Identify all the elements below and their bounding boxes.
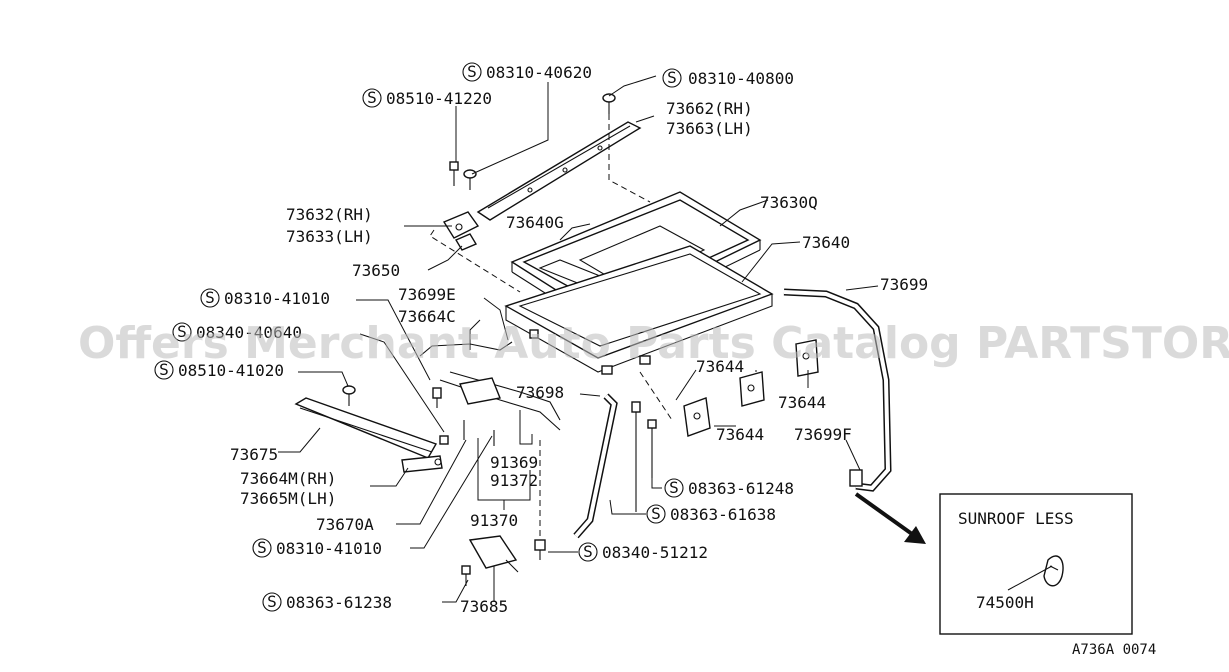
label-73664m: 73664M(RH) [240,469,336,488]
screw-08510-41020 [342,385,356,406]
label-73699f: 73699F [794,425,852,444]
screw-mark: S [267,592,277,611]
label-73644-c: 73644 [716,425,764,444]
label-08363-61248: 08363-61248 [688,479,794,498]
label-73665m: 73665M(LH) [240,489,336,508]
cable-73664c [419,341,561,431]
guide-lines [429,114,673,540]
bracket-73644-b [739,371,765,407]
callout-08363-61638: S 08363-61638 [646,504,776,524]
bracket-73632 [442,211,480,239]
callout-08363-61238: S 08363-61238 [262,592,392,612]
callout-08510-41020: S 08510-41020 [154,360,284,380]
inset-title: SUNROOF LESS [958,509,1074,528]
callout-08340-51212: S 08340-51212 [578,542,708,562]
screw-mark: S [367,88,377,107]
callout-08310-41010-b: S 08310-41010 [252,538,382,558]
bracket-73644-c [683,397,711,437]
screw-08310-41010-a [432,387,442,408]
label-73685: 73685 [460,597,508,616]
label-91372: 91372 [490,471,538,490]
label-08310-41010: 08310-41010 [224,289,330,308]
label-08310-41010-b: 08310-41010 [276,539,382,558]
deflector-73675 [294,397,438,459]
screw-mark: S [651,504,661,523]
label-08363-61638: 08363-61638 [670,505,776,524]
callout-08363-61248: S 08363-61248 [664,478,794,498]
figure-code: A736A 0074 [1072,642,1156,658]
label-08340-51212: 08340-51212 [602,543,708,562]
screw-mark: S [205,288,215,307]
clip-73650 [454,233,478,251]
screw-mark: S [177,322,187,341]
label-08510-41220: 08510-41220 [386,89,492,108]
screw-mark: S [667,68,677,87]
label-08363-61238: 08363-61238 [286,593,392,612]
frame-73640 [504,245,774,375]
screw-08310-40620 [463,169,477,190]
callout-08340-40640: S 08340-40640 [172,322,302,342]
label-73633: 73633(LH) [286,227,373,246]
label-73644-a: 73644 [696,357,744,376]
label-73662: 73662(RH) [666,99,753,118]
rail-73662 [476,121,642,221]
drain-hose-73699 [783,288,892,492]
screw-mark: S [159,360,169,379]
screw-08510-41220 [449,161,459,186]
inset-part-label: 74500H [976,593,1034,612]
screw-08340-40640 [439,435,449,445]
label-91370: 91370 [470,511,518,530]
callout-08310-40620: S 08310-40620 [462,62,592,82]
inset-sunroof-less: SUNROOF LESS 74500H [939,493,1133,635]
label-08310-40800: 08310-40800 [688,69,794,88]
link-73664m [401,455,443,473]
drain-tube-73698 [573,393,618,539]
callout-08310-41010-a: S 08310-41010 [200,288,330,308]
callout-08510-41220: S 08510-41220 [362,88,492,108]
arrow-to-inset [854,492,926,544]
leader-lines [278,75,879,603]
callout-08310-40800: S 08310-40800 [662,68,794,88]
bracket-73644-a [795,339,819,377]
label-73675: 73675 [230,445,278,464]
label-73640g: 73640G [506,213,564,232]
watermark: Offers Merchant Auto Parts Catalog PARTS… [78,318,1229,369]
screw-08363-61638 [631,401,641,512]
screw-08340-51212 [534,539,546,560]
screw-mark: S [257,538,267,557]
label-08510-41020: 08510-41020 [178,361,284,380]
label-73644-b: 73644 [778,393,826,412]
label-08340-40640: 08340-40640 [196,323,302,342]
label-73650: 73650 [352,261,400,280]
label-73699: 73699 [880,275,928,294]
screw-08310-40800 [602,93,616,114]
motor-73685 [468,535,519,573]
label-08310-40620: 08310-40620 [486,63,592,82]
screw-mark: S [669,478,679,497]
label-73670a: 73670A [316,515,374,534]
label-73632: 73632(RH) [286,205,373,224]
label-91369: 91369 [490,453,538,472]
label-73640: 73640 [802,233,850,252]
label-73698: 73698 [516,383,564,402]
label-73664c: 73664C [398,307,456,326]
screw-mark: S [467,62,477,81]
label-73699e: 73699E [398,285,456,304]
label-73630q: 73630Q [760,193,818,212]
label-73663: 73663(LH) [666,119,753,138]
screw-mark: S [583,542,593,561]
